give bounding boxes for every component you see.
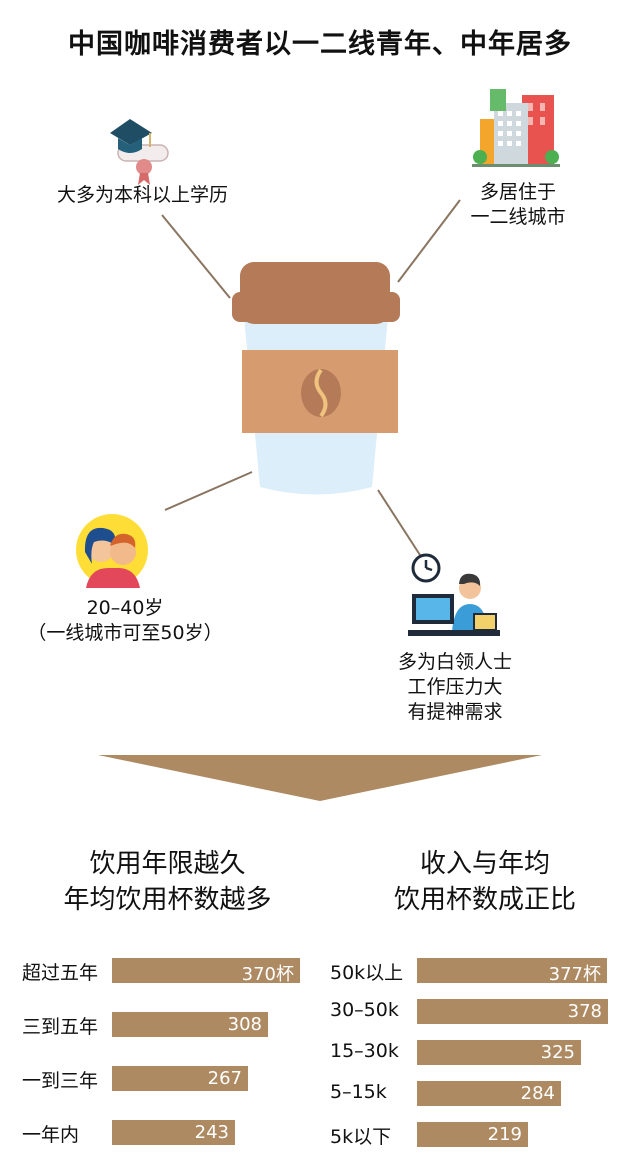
chart-right-title-line1: 收入与年均 (419, 849, 550, 879)
years-category-label: 三到五年 (22, 1016, 99, 1038)
income-category-label: 5–15k (330, 1081, 387, 1103)
years-bar (112, 1066, 248, 1091)
years-value-label: 308 (227, 1014, 262, 1035)
city-buildings-icon (472, 89, 560, 167)
years-bar (112, 958, 300, 983)
chart-right-title: 收入与年均 饮用杯数成正比 (345, 846, 625, 918)
city-label-line1: 多居住于 (479, 181, 556, 203)
years-category-label: 超过五年 (22, 962, 99, 984)
income-value-label: 378 (567, 1001, 602, 1022)
connector-lines (161, 199, 461, 556)
chart-left-title-line2: 年均饮用杯数越多 (63, 885, 272, 915)
work-label-line2: 工作压力大 (407, 676, 503, 698)
income-value-label: 284 (520, 1083, 555, 1104)
years-value-label: 267 (207, 1068, 242, 1089)
connector-city (397, 199, 461, 283)
age-label-line2: （一线城市可至50岁） (27, 622, 223, 644)
income-value-label: 377杯 (548, 964, 601, 985)
income-category-label: 15–30k (330, 1040, 399, 1062)
city-label-line2: 一二线城市 (470, 206, 566, 228)
coffee-cup-icon (232, 262, 400, 495)
connector-work (377, 489, 421, 556)
age-label-line1: 20–40岁 (86, 597, 164, 619)
income-bar (417, 1081, 561, 1106)
income-bar (417, 1122, 528, 1147)
years-category-label: 一年内 (22, 1124, 80, 1146)
connector-age (164, 471, 253, 511)
years-bar (112, 1120, 235, 1145)
income-category-label: 30–50k (330, 999, 399, 1021)
connector-education (161, 214, 231, 299)
income-bar (417, 999, 608, 1024)
city-label: 多居住于 一二线城市 (448, 180, 588, 230)
income-value-label: 325 (540, 1042, 575, 1063)
income-category-label: 5k以下 (330, 1126, 392, 1148)
page-title: 中国咖啡消费者以一二线青年、中年居多 (68, 29, 572, 60)
years-value-label: 370杯 (241, 964, 294, 985)
education-label: 大多为本科以上学历 (56, 184, 228, 206)
income-bar (417, 1040, 581, 1065)
work-label: 多为白领人士 工作压力大 有提神需求 (370, 650, 540, 725)
work-label-line3: 有提神需求 (407, 701, 503, 723)
graduation-cap-icon (110, 119, 169, 185)
work-label-line1: 多为白领人士 (397, 651, 512, 673)
years-bar (112, 1012, 268, 1037)
age-label: 20–40岁 （一线城市可至50岁） (20, 596, 230, 646)
chart-right-title-line2: 饮用杯数成正比 (393, 885, 576, 915)
years-category-label: 一到三年 (22, 1070, 99, 1092)
chart-left-title: 饮用年限越久 年均饮用杯数越多 (30, 846, 305, 918)
years-value-label: 243 (194, 1122, 229, 1143)
income-category-label: 50k以上 (330, 962, 404, 984)
income-value-label: 219 (487, 1124, 522, 1145)
chart-left-title-line1: 饮用年限越久 (89, 849, 246, 879)
down-arrow-icon (98, 755, 542, 801)
office-worker-icon (408, 553, 500, 636)
couple-avatar-icon (76, 514, 148, 588)
income-bar (417, 958, 607, 983)
